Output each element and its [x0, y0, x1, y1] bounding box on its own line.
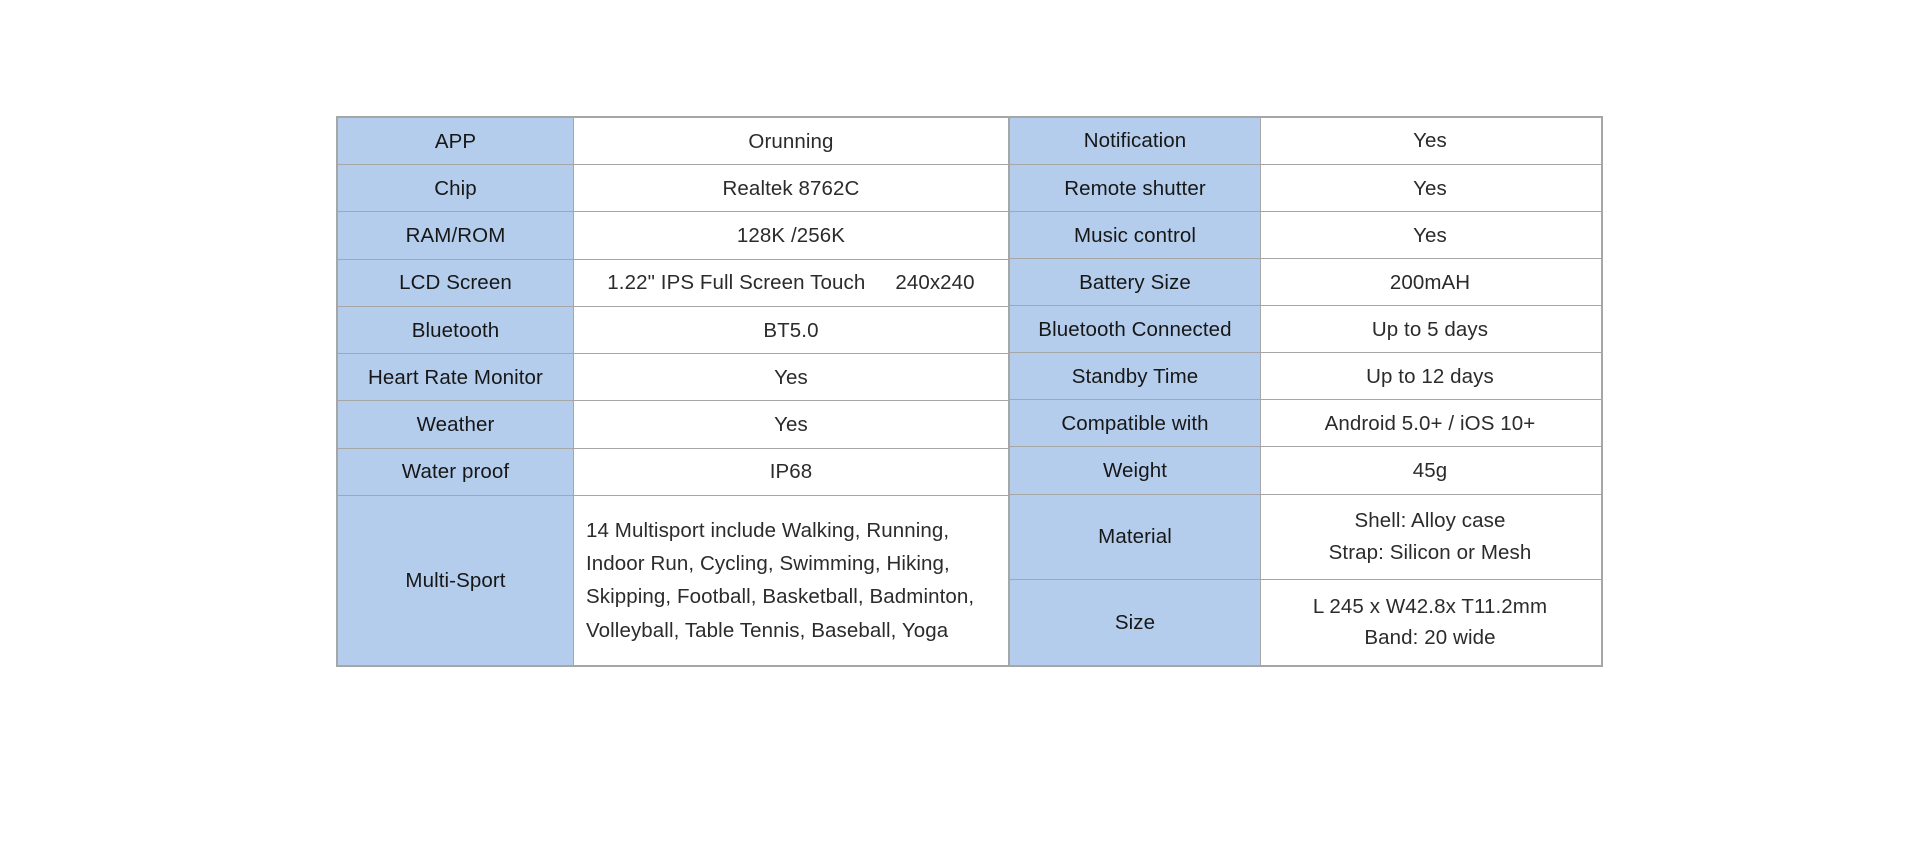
spec-value-lcd-screen-type: 1.22" IPS Full Screen Touch: [607, 271, 866, 295]
spec-label-remote-shutter: Remote shutter: [1010, 165, 1260, 212]
spec-value-material-strap: Strap: Silicon or Mesh: [1328, 540, 1532, 564]
spec-label-weather: Weather: [338, 401, 573, 448]
spec-value-size-band: Band: 20 wide: [1364, 626, 1496, 650]
spec-value-multi-sport: 14 Multisport include Walking, Running, …: [573, 495, 1008, 666]
spec-label-ram-rom: RAM/ROM: [338, 212, 573, 259]
spec-value-music-control: Yes: [1260, 212, 1599, 259]
spec-value-ram-rom: 128K /256K: [573, 212, 1008, 259]
spec-value-app: Orunning: [573, 118, 1008, 165]
table-row: Standby Time Up to 12 days: [1010, 353, 1601, 401]
table-row: Notification Yes: [1010, 118, 1601, 166]
table-row: RAM/ROM 128K /256K: [338, 212, 1008, 260]
spec-label-standby-time: Standby Time: [1010, 353, 1260, 400]
spec-value-heart-rate-monitor: Yes: [573, 354, 1008, 401]
spec-label-bluetooth: Bluetooth: [338, 306, 573, 354]
table-row: Water proof IP68: [338, 448, 1008, 496]
table-row: Multi-Sport 14 Multisport include Walkin…: [338, 495, 1008, 666]
spec-value-battery-size: 200mAH: [1260, 259, 1599, 306]
spec-value-weather: Yes: [573, 401, 1008, 448]
table-row: Weight 45g: [1010, 447, 1601, 495]
spec-table-right-half: Notification Yes Remote shutter Yes Musi…: [1010, 118, 1601, 666]
spec-label-size: Size: [1010, 579, 1260, 666]
table-row: Weather Yes: [338, 401, 1008, 449]
spec-label-app: APP: [338, 118, 573, 165]
specification-table: APP Orunning Chip Realtek 8762C RAM/ROM …: [336, 116, 1603, 667]
table-row: APP Orunning: [338, 118, 1008, 166]
spec-label-music-control: Music control: [1010, 212, 1260, 259]
spec-value-lcd-screen-resolution: 240x240: [895, 271, 975, 295]
table-row: Compatible with Android 5.0+ / iOS 10+: [1010, 400, 1601, 448]
spec-value-bluetooth: BT5.0: [573, 306, 1008, 354]
spec-value-compatible-with: Android 5.0+ / iOS 10+: [1260, 400, 1599, 447]
spec-label-compatible-with: Compatible with: [1010, 400, 1260, 447]
spec-label-water-proof: Water proof: [338, 448, 573, 495]
spec-value-material-shell: Shell: Alloy case: [1354, 509, 1506, 533]
table-row: Bluetooth BT5.0: [338, 306, 1008, 355]
spec-label-heart-rate-monitor: Heart Rate Monitor: [338, 354, 573, 401]
spec-label-notification: Notification: [1010, 118, 1260, 165]
table-row: Heart Rate Monitor Yes: [338, 354, 1008, 402]
spec-label-material: Material: [1010, 494, 1260, 579]
spec-value-lcd-screen: 1.22" IPS Full Screen Touch 240x240: [573, 259, 1008, 306]
spec-label-battery-size: Battery Size: [1010, 259, 1260, 306]
spec-value-remote-shutter: Yes: [1260, 165, 1599, 212]
spec-value-material: Shell: Alloy case Strap: Silicon or Mesh: [1260, 494, 1599, 579]
table-row: LCD Screen 1.22" IPS Full Screen Touch 2…: [338, 259, 1008, 307]
spec-table-left-half: APP Orunning Chip Realtek 8762C RAM/ROM …: [338, 118, 1010, 666]
spec-label-bluetooth-connected: Bluetooth Connected: [1010, 306, 1260, 353]
table-row: Bluetooth Connected Up to 5 days: [1010, 306, 1601, 354]
spec-value-notification: Yes: [1260, 118, 1599, 165]
spec-value-weight: 45g: [1260, 447, 1599, 494]
spec-value-bluetooth-connected: Up to 5 days: [1260, 306, 1599, 353]
spec-value-size: L 245 x W42.8x T11.2mm Band: 20 wide: [1260, 579, 1599, 666]
spec-value-size-dimensions: L 245 x W42.8x T11.2mm: [1312, 595, 1548, 619]
spec-label-chip: Chip: [338, 165, 573, 212]
spec-label-multi-sport: Multi-Sport: [338, 495, 573, 666]
spec-value-water-proof: IP68: [573, 448, 1008, 495]
spec-label-lcd-screen: LCD Screen: [338, 259, 573, 306]
table-row: Remote shutter Yes: [1010, 165, 1601, 213]
spec-value-standby-time: Up to 12 days: [1260, 353, 1599, 400]
table-row: Battery Size 200mAH: [1010, 259, 1601, 307]
table-row: Size L 245 x W42.8x T11.2mm Band: 20 wid…: [1010, 579, 1601, 666]
table-row: Material Shell: Alloy case Strap: Silico…: [1010, 494, 1601, 580]
spec-label-weight: Weight: [1010, 447, 1260, 494]
table-row: Chip Realtek 8762C: [338, 165, 1008, 213]
spec-value-chip: Realtek 8762C: [573, 165, 1008, 212]
table-row: Music control Yes: [1010, 212, 1601, 260]
